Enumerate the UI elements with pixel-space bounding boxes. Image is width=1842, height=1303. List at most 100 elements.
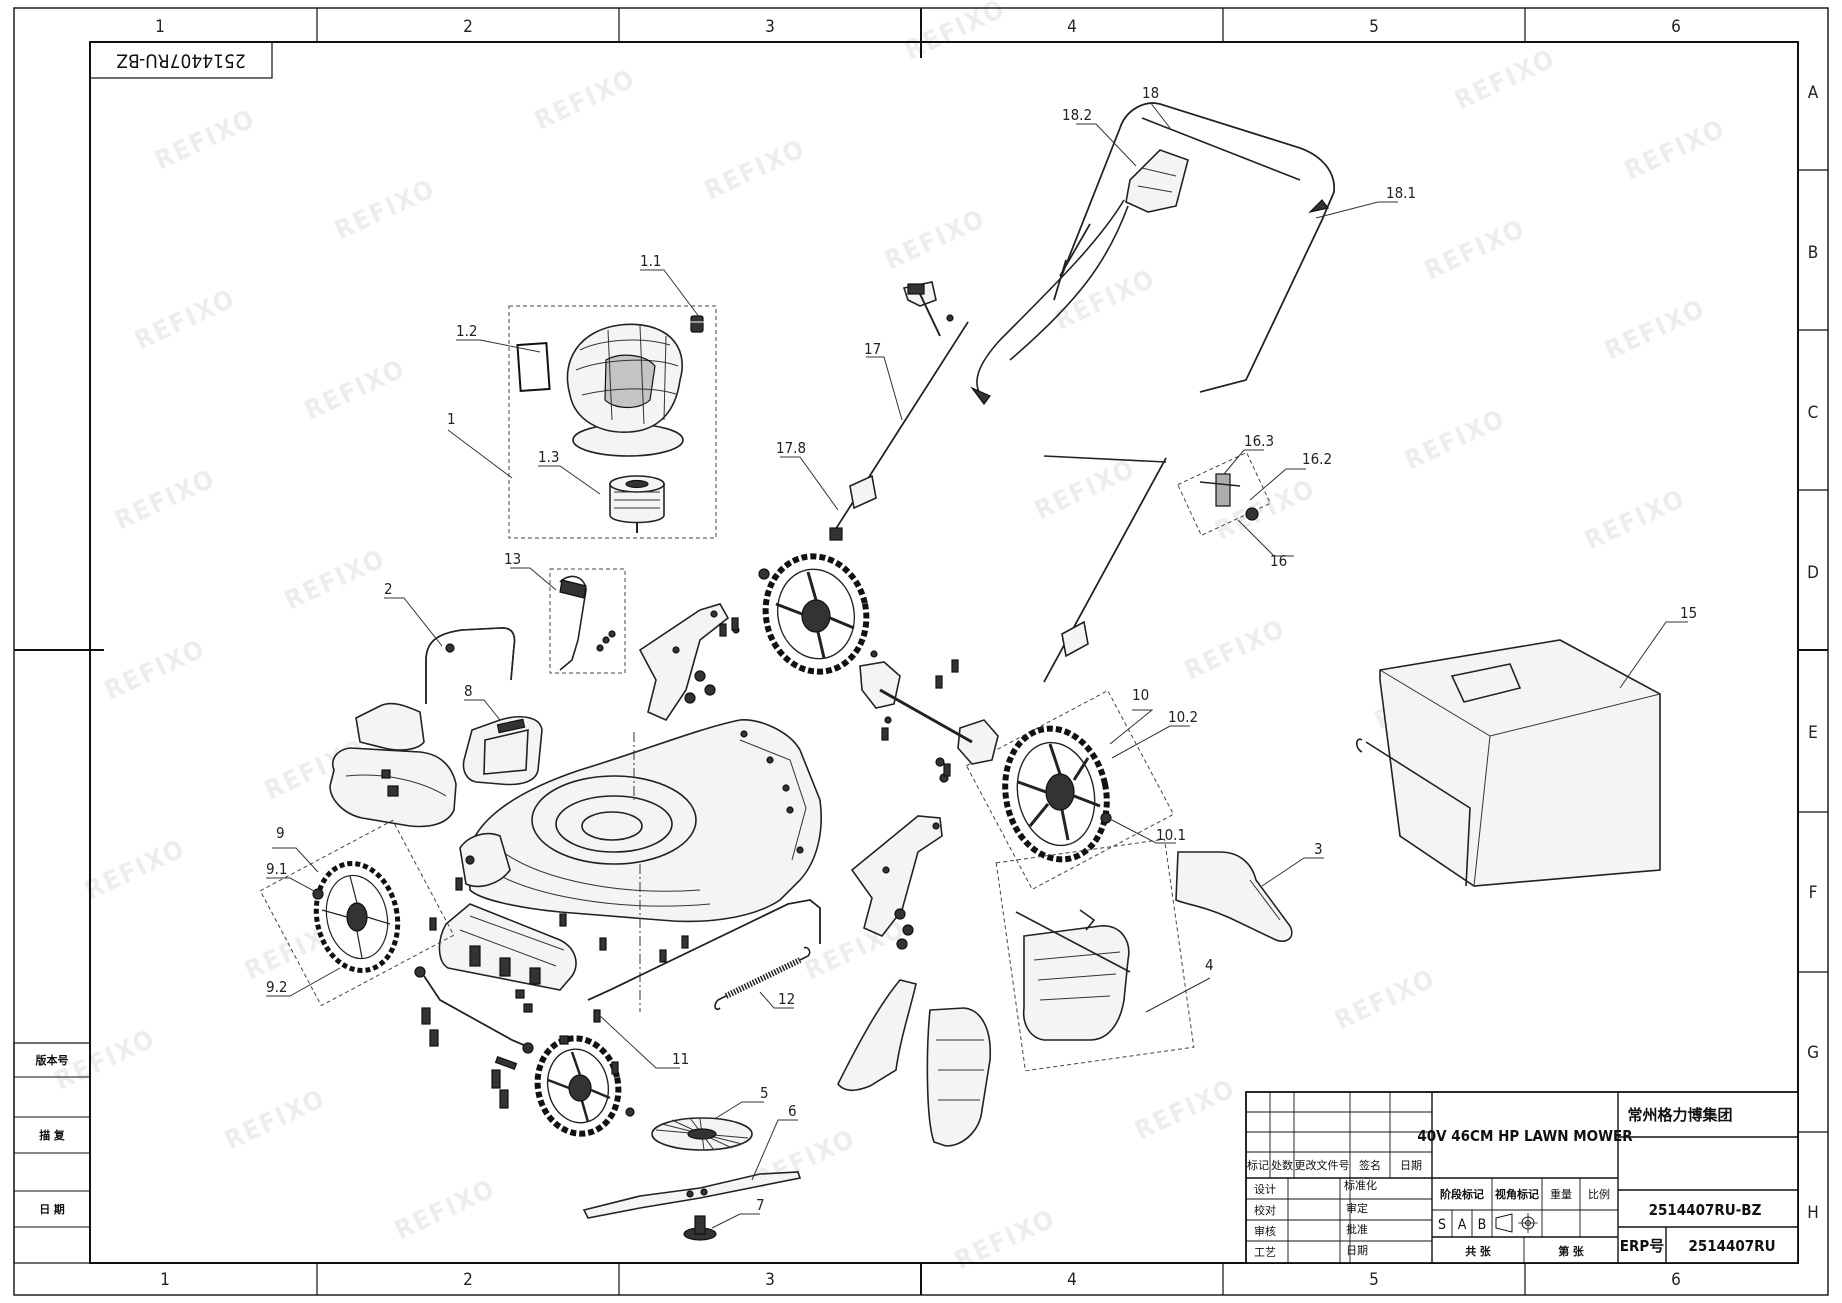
watermark: REFIXO	[1620, 114, 1730, 187]
watermark: REFIXO	[220, 1084, 330, 1157]
watermark: REFIXO	[100, 634, 210, 707]
callout-label: 13	[504, 550, 521, 568]
lower-handle-right	[1043, 451, 1271, 683]
zone-col-label-top: 3	[765, 17, 775, 37]
revision-header: 标记	[1247, 1158, 1269, 1172]
zone-col-label-top: 4	[1067, 17, 1077, 37]
callout-label: 15	[1680, 604, 1697, 622]
zone-col-label-bottom: 6	[1671, 1270, 1681, 1290]
zone-grid	[14, 8, 1828, 1295]
watermark: REFIXO	[390, 1174, 500, 1247]
role-label: 校对	[1254, 1203, 1276, 1217]
stage-mark: A	[1458, 1217, 1467, 1233]
role-label: 设计	[1254, 1183, 1276, 1196]
watermark: REFIXO	[900, 0, 1010, 66]
company-name: 常州格力博集团	[1627, 1106, 1732, 1124]
title-block: 40V 46CM HP LAWN MOWER 常州格力博集团 2514407RU…	[1245, 1091, 1799, 1264]
height-adjust-bracket-top	[638, 603, 740, 722]
sheet-label: 第 张	[1558, 1244, 1584, 1258]
callout-label: 1	[447, 410, 456, 428]
watermark-layer: REFIXO REFIXO REFIXO REFIXO REFIXO REFIX…	[50, 0, 1730, 1276]
callout-label: 1.3	[538, 448, 559, 466]
watermark: REFIXO	[1420, 214, 1530, 287]
height-adjust-bracket-bottom	[850, 815, 943, 950]
watermark: REFIXO	[330, 174, 440, 247]
version-label: 版本号	[36, 1053, 69, 1067]
zone-col-label-bottom: 2	[463, 1270, 473, 1290]
total-sheets-label: 共 张	[1465, 1244, 1491, 1258]
watermark: REFIXO	[1450, 44, 1560, 117]
watermark: REFIXO	[280, 544, 390, 617]
watermark: REFIXO	[1180, 614, 1290, 687]
callout-label: 10.2	[1168, 708, 1198, 726]
zone-row-label: B	[1808, 243, 1819, 263]
callout-label: 18.1	[1386, 184, 1416, 202]
zone-row-label: D	[1807, 563, 1819, 583]
drawing-number-tag-text: 2514407RU-BZ	[116, 50, 245, 72]
stage-mark-label: 阶段标记	[1440, 1187, 1484, 1201]
mulching-plug	[837, 979, 992, 1147]
grass-catcher	[1355, 639, 1661, 887]
zone-col-label-top: 5	[1369, 17, 1379, 37]
zone-col-label-bottom: 5	[1369, 1270, 1379, 1290]
rear-flap	[995, 838, 1195, 1072]
watermark: REFIXO	[150, 104, 260, 177]
callout-label: 10	[1132, 686, 1149, 704]
cutting-blade	[582, 1171, 802, 1219]
stage-mark: S	[1438, 1217, 1446, 1233]
switch-lever	[549, 568, 626, 674]
zone-col-label-top: 1	[155, 17, 165, 37]
callout-label: 11	[672, 1050, 689, 1068]
watermark: REFIXO	[700, 134, 810, 207]
fasteners	[429, 617, 959, 1075]
zone-row-label: C	[1808, 403, 1819, 423]
watermark: REFIXO	[530, 64, 640, 137]
role-label: 批准	[1346, 1222, 1368, 1236]
motor-cover-plate	[516, 341, 551, 392]
zone-col-label-bottom: 4	[1067, 1270, 1077, 1290]
role-label: 标准化	[1344, 1178, 1377, 1192]
zone-row-label: A	[1808, 83, 1819, 103]
callout-label: 18.2	[1062, 106, 1092, 124]
callout-label: 12	[778, 990, 795, 1008]
zone-row-label: F	[1809, 883, 1818, 903]
callout-label: 8	[464, 682, 473, 700]
upper-handle	[970, 102, 1335, 405]
role-label: 审定	[1346, 1201, 1368, 1215]
revision-header: 更改文件号	[1295, 1158, 1350, 1172]
revision-header: 日期	[1400, 1159, 1422, 1172]
front-right-wheel	[758, 553, 878, 675]
rear-left-wheel	[259, 819, 455, 1007]
callout-label: 2	[384, 580, 393, 598]
lower-handle	[829, 281, 969, 541]
role-label: 日期	[1346, 1244, 1368, 1257]
stage-mark: B	[1478, 1217, 1487, 1233]
front-left-wheel	[534, 1035, 635, 1137]
callout-label: 17.8	[776, 439, 806, 457]
projection-symbol-icon	[1495, 1213, 1538, 1233]
zone-row-label: H	[1807, 1203, 1819, 1223]
watermark: REFIXO	[880, 204, 990, 277]
view-mark-label: 视角标记	[1495, 1187, 1539, 1201]
weight-label: 重量	[1550, 1187, 1572, 1201]
spring	[714, 946, 811, 1011]
watermark: REFIXO	[1130, 1074, 1240, 1147]
product-name: 40V 46CM HP LAWN MOWER	[1417, 1127, 1633, 1145]
callout-label: 9.1	[266, 860, 287, 878]
motor-assembly	[508, 305, 717, 539]
zone-labels: 1 2 3 4 5 6 1 2 3 4 5 6 A B C D E F G H	[155, 17, 1819, 1290]
callout-labels: 1 1.1 1.2 1.3 2 3 4 5 6 7 8 9 9.1 9.2 10…	[266, 84, 1697, 1214]
callout-label: 16	[1270, 552, 1287, 570]
safety-bracket	[462, 716, 543, 786]
deflector-assembly	[438, 903, 577, 991]
watermark: REFIXO	[1580, 484, 1690, 557]
callout-label: 16.3	[1244, 432, 1274, 450]
watermark: REFIXO	[80, 834, 190, 907]
zone-row-label: G	[1807, 1043, 1819, 1063]
scale-label: 比例	[1588, 1187, 1610, 1201]
watermark: REFIXO	[950, 1204, 1060, 1277]
callout-label: 17	[864, 340, 881, 358]
zone-col-label-top: 2	[463, 17, 473, 37]
height-lever-linkage	[414, 966, 534, 1109]
